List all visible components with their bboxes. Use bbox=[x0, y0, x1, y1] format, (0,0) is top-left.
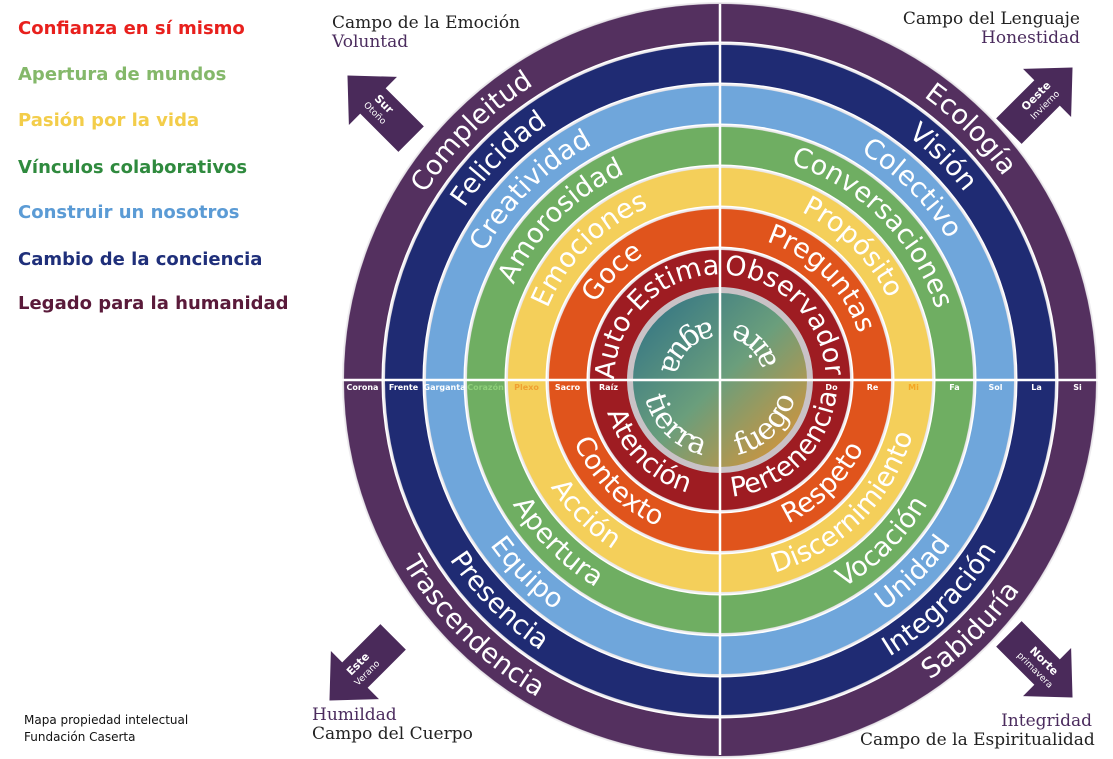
field-value: Humildad bbox=[312, 705, 397, 725]
field-title: Campo del Lenguaje bbox=[902, 9, 1080, 29]
field-title: Campo de la Emoción bbox=[332, 13, 521, 33]
chakra-right-4: Sol bbox=[989, 383, 1003, 392]
field-bottom-left: Humildad Campo del Cuerpo bbox=[312, 706, 473, 744]
credit-line-2: Fundación Caserta bbox=[24, 730, 136, 744]
field-title: Campo del Cuerpo bbox=[312, 724, 473, 744]
chakra-left-6: Raíz bbox=[599, 383, 618, 392]
chakra-left-1: Frente bbox=[389, 383, 419, 392]
credit-line-1: Mapa propiedad intelectual bbox=[24, 713, 189, 727]
legend-item-confianza: Confianza en sí mismo bbox=[18, 18, 245, 39]
chakra-right-1: Re bbox=[867, 383, 879, 392]
chakra-left-5: Sacro bbox=[555, 383, 581, 392]
field-value: Voluntad bbox=[332, 32, 409, 52]
chakra-right-3: Fa bbox=[949, 383, 959, 392]
field-title: Campo de la Espiritualidad bbox=[860, 730, 1095, 750]
legend-item-pasion: Pasión por la vida bbox=[18, 110, 200, 131]
credit-note: Mapa propiedad intelectual Fundación Cas… bbox=[24, 712, 188, 746]
chakra-left-0: Corona bbox=[347, 383, 379, 392]
chakra-right-6: Si bbox=[1073, 383, 1082, 392]
legend-item-apertura: Apertura de mundos bbox=[18, 64, 227, 85]
chakra-right-0: Do bbox=[825, 383, 838, 392]
chakra-right-2: Mi bbox=[908, 383, 919, 392]
chakra-right-5: La bbox=[1031, 383, 1042, 392]
field-top-left: Campo de la Emoción Voluntad bbox=[332, 14, 520, 52]
legend-item-legado: Legado para la humanidad bbox=[18, 293, 289, 314]
field-top-right: Campo del Lenguaje Honestidad bbox=[900, 10, 1080, 48]
field-value: Honestidad bbox=[981, 28, 1080, 48]
legend-item-vinculos: Vínculos colaborativos bbox=[18, 157, 248, 178]
axis-lines bbox=[338, 4, 1104, 755]
field-bottom-right: Integridad Campo de la Espiritualidad bbox=[860, 711, 1095, 750]
chakra-left-2: Garganta bbox=[424, 383, 466, 392]
chakra-left-4: Plexo bbox=[514, 383, 539, 392]
legend-item-conciencia: Cambio de la conciencia bbox=[18, 249, 263, 270]
chakra-left-3: Corazón bbox=[467, 382, 504, 392]
legend-item-nosotros: Construir un nosotros bbox=[18, 202, 240, 223]
field-value: Integridad bbox=[1001, 711, 1092, 731]
